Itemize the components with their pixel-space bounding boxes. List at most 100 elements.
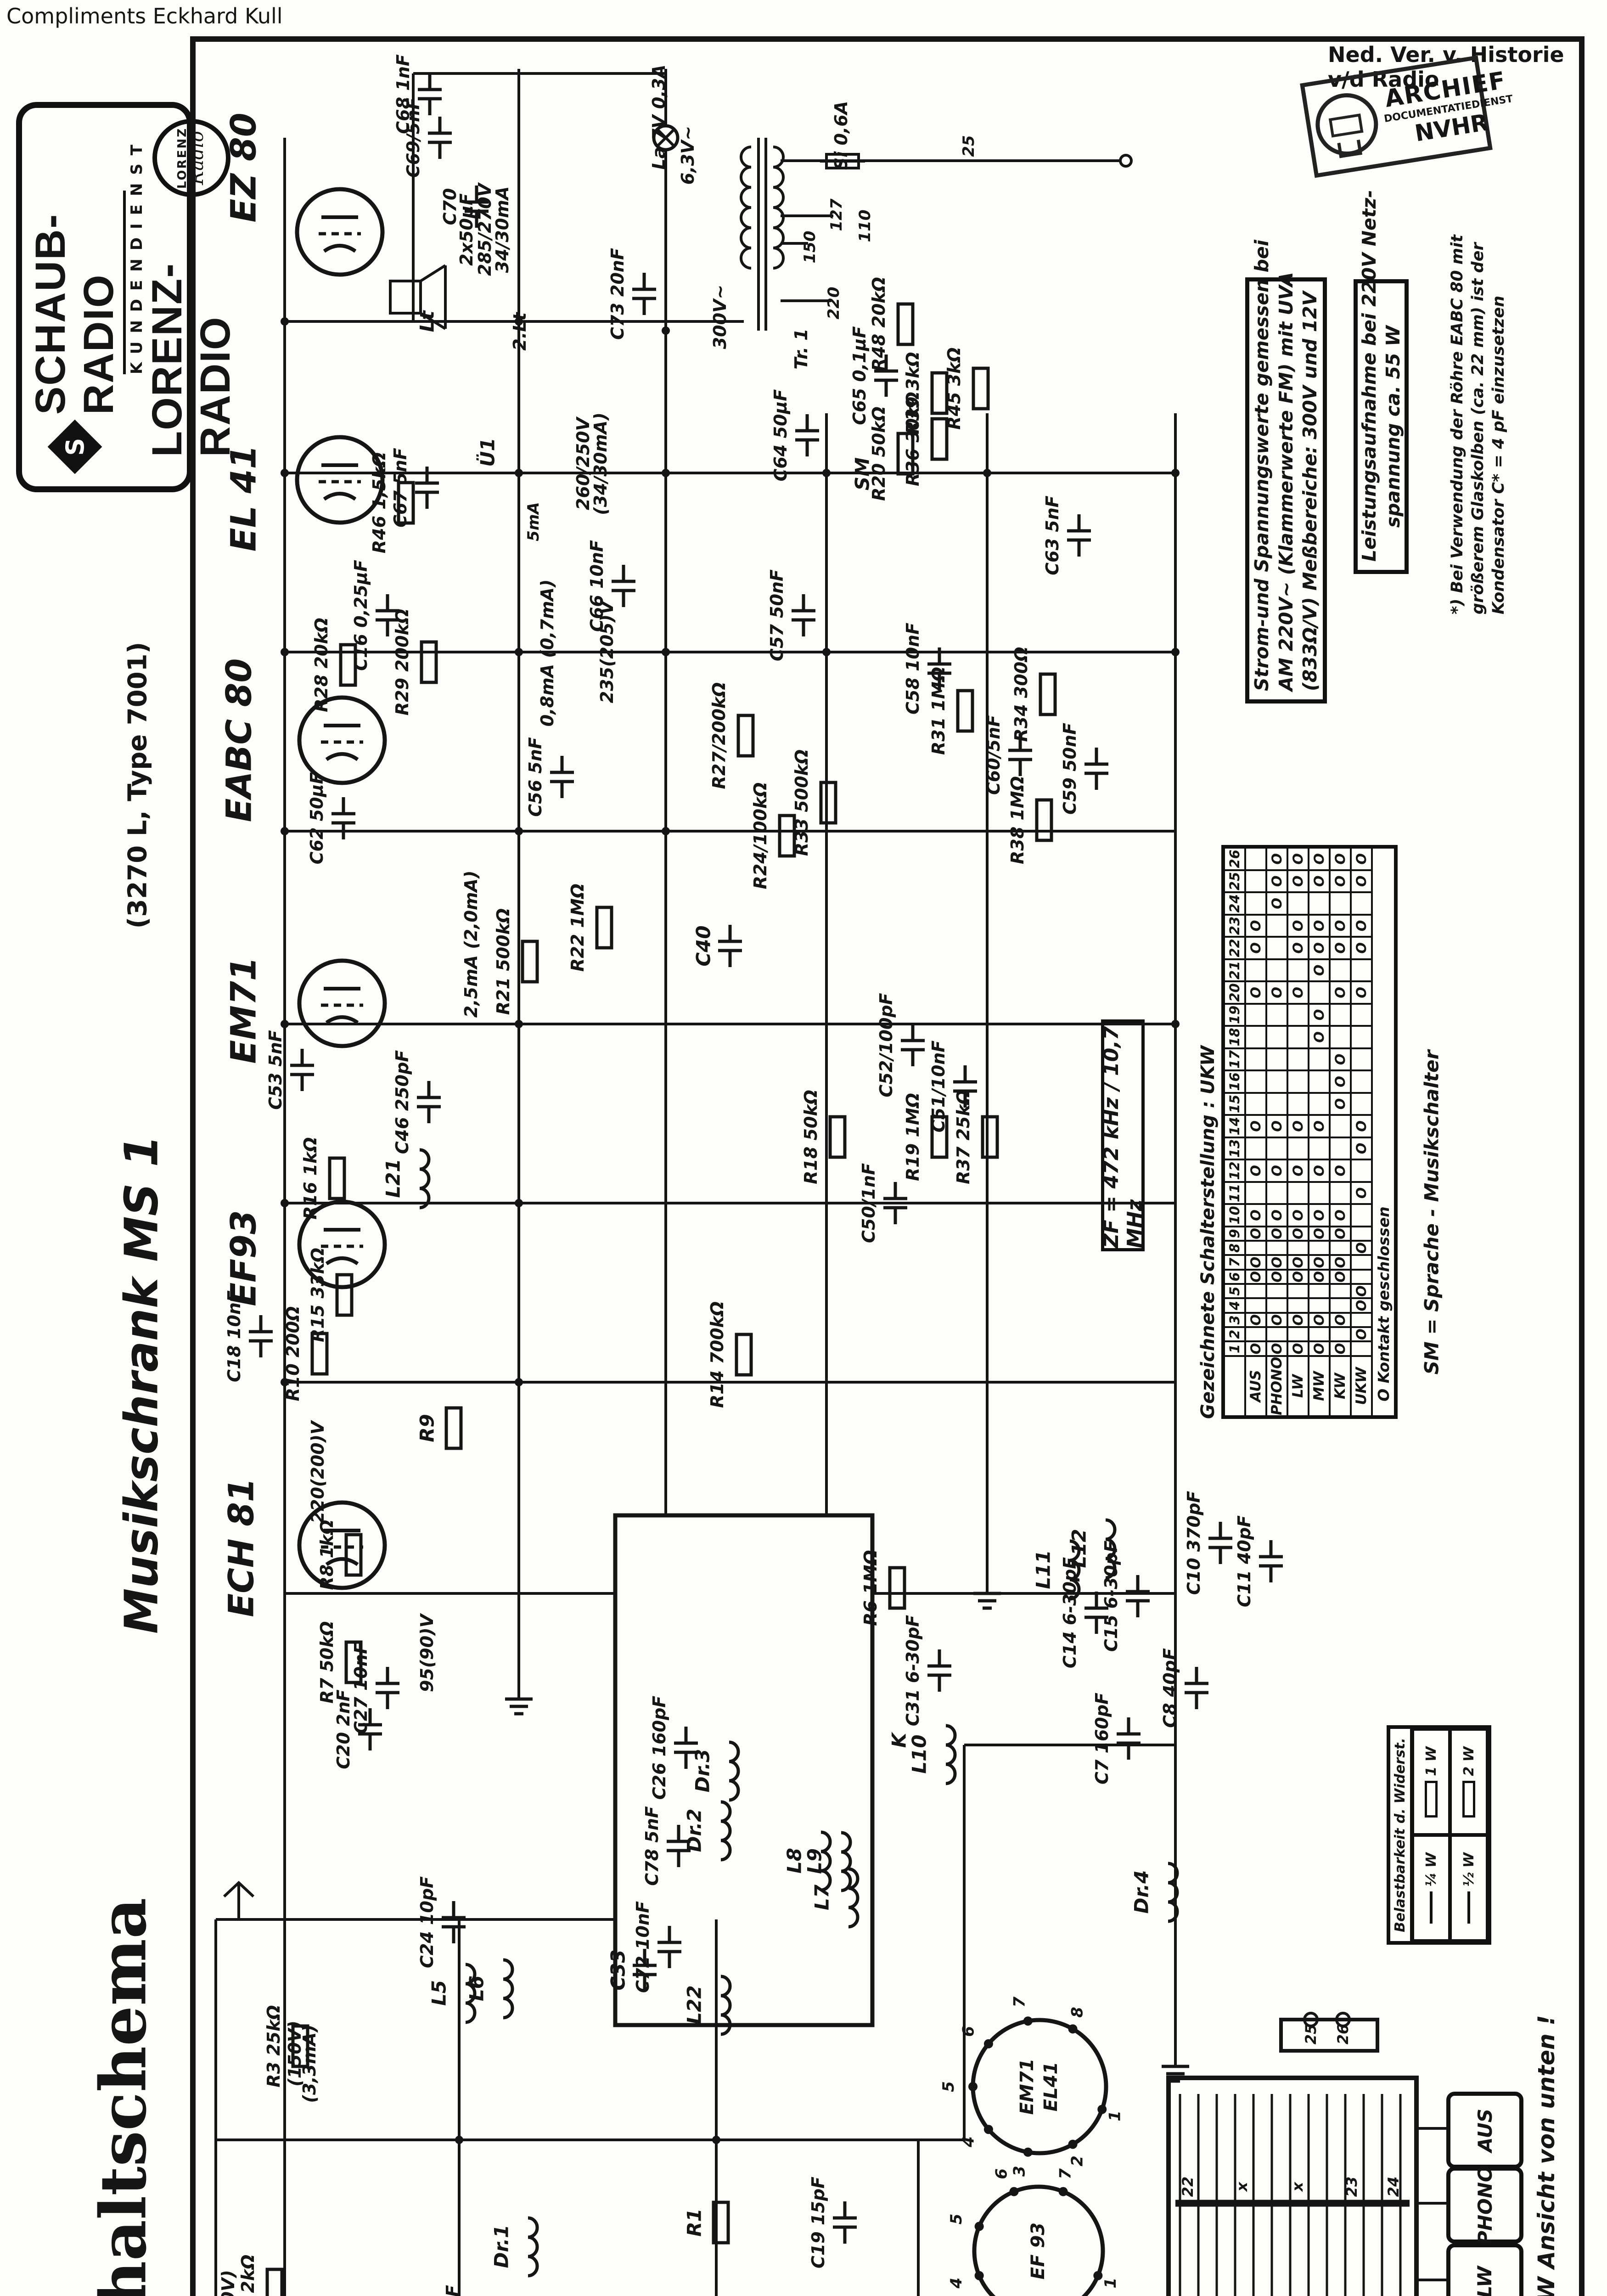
band-button-phono: PHONO: [1446, 2166, 1523, 2245]
label: L6: [465, 1975, 488, 2001]
label: C16 0,25µF: [351, 560, 371, 671]
label: 2,5mA (2,0mA): [461, 870, 481, 1018]
label: R10 200Ω: [283, 1306, 303, 1401]
label: L8: [783, 1848, 806, 1874]
label: R45 3kΩ: [944, 347, 964, 430]
label: L5: [427, 1980, 450, 2006]
label: ECH 81: [220, 1478, 262, 1617]
label: L21: [382, 1159, 405, 1198]
label: C20 2nF: [333, 1689, 354, 1769]
label: C24 10pF: [417, 1876, 437, 1969]
ground-symbols: [271, 1593, 1189, 2296]
label: C60/5nF: [983, 715, 1004, 795]
label: La 7V 0,3A: [649, 64, 669, 170]
svg-text:EF 93: EF 93: [1028, 2223, 1049, 2279]
label: R27/200kΩ: [709, 682, 729, 789]
label: 300V~: [710, 284, 730, 349]
label: R36 30kΩ: [903, 392, 923, 486]
label: C33: [607, 1949, 629, 1991]
label: EF93: [223, 1210, 264, 1306]
label: 2x50µF: [456, 193, 477, 266]
label: EZ 80: [223, 113, 264, 223]
label: 26: [1334, 2024, 1352, 2045]
label: R16 1kΩ: [300, 1137, 320, 1220]
label: R2 2kΩ: [238, 2254, 258, 2296]
label: 25: [960, 135, 978, 157]
label: C57 50nF: [767, 569, 787, 661]
svg-text:6: 6: [960, 2026, 978, 2037]
label: 95(90)V: [417, 1614, 437, 1692]
label: R22 1MΩ: [568, 884, 588, 972]
label: R34 300Ω: [1011, 647, 1031, 742]
label: 23: [1343, 2176, 1360, 2197]
svg-text:5: 5: [939, 2081, 958, 2092]
svg-text:EL41: EL41: [1040, 2062, 1062, 2111]
label: L7: [810, 1885, 833, 1910]
label: 25: [1302, 2024, 1320, 2045]
label: C66 10nF: [587, 540, 607, 632]
label: L22: [683, 1985, 706, 2025]
label: R28 20kΩ: [311, 618, 332, 712]
label: C8 40pF: [1160, 1648, 1180, 1728]
label: R9: [416, 1414, 438, 1442]
label: 220: [825, 287, 843, 320]
label: x: [1233, 2182, 1251, 2192]
svg-text:7: 7: [1011, 1997, 1029, 2008]
label: x: [1289, 2182, 1306, 2192]
label: R1: [683, 2208, 706, 2237]
band-button-lw: LW: [1446, 2243, 1523, 2296]
label: 110: [856, 209, 874, 242]
label: (34/30mA): [590, 412, 611, 515]
label: R14 700kΩ: [707, 1301, 727, 1408]
label: C46 250pF: [392, 1050, 412, 1154]
label: C73 20nF: [607, 248, 628, 340]
label: C51/10nF: [928, 1040, 949, 1133]
label: C26 160pF: [649, 1695, 669, 1800]
label: R38 1MΩ: [1007, 776, 1028, 864]
label: C11 40pF: [1234, 1515, 1254, 1608]
label: C56 5nF: [525, 737, 545, 817]
label: R3 25kΩ: [264, 2005, 284, 2088]
label: 5mA: [524, 502, 543, 541]
compliments-note: Compliments Eckhard Kull: [6, 4, 283, 28]
label: 220(200)V: [308, 1421, 328, 1524]
label: 2.Lt: [510, 312, 530, 351]
label: C53 5nF: [265, 1030, 286, 1110]
label: 24: [1385, 2176, 1402, 2197]
svg-text:7: 7: [1056, 2168, 1075, 2179]
label: EL 41: [223, 445, 264, 552]
label: 34/30mA: [492, 186, 512, 273]
svg-text:EM71: EM71: [1017, 2059, 1038, 2115]
label: Dr.1: [490, 2224, 513, 2268]
label: R19 1MΩ: [903, 1093, 923, 1181]
label: C52/100pF: [876, 993, 896, 1097]
label: Ü1: [476, 438, 499, 467]
svg-text:1: 1: [1101, 2278, 1120, 2289]
label: C65 0,1µF: [849, 326, 870, 425]
label: C59 50nF: [1060, 723, 1080, 815]
svg-text:8: 8: [1068, 2007, 1087, 2018]
label: C64 50µF: [770, 389, 791, 482]
label: SM: [851, 457, 874, 491]
label: C69/5nF: [403, 97, 423, 178]
label: 150: [801, 231, 819, 264]
archive-owner-line: Ned. Ver. v. Historie v/d Radio: [1328, 42, 1564, 92]
label: C50/1nF: [859, 1163, 879, 1244]
label: R48 20kΩ: [869, 277, 889, 371]
label: L11: [1032, 1550, 1055, 1589]
label: C72 10nF: [633, 1901, 653, 1993]
label: R33 500kΩ: [792, 749, 812, 856]
label: R15 33kΩ: [308, 1248, 328, 1342]
svg-text:4: 4: [960, 2136, 978, 2148]
band-switch-assembly: [1166, 2012, 1446, 2296]
label: C14 6-30pF: [1060, 1557, 1080, 1669]
label: 22: [1179, 2176, 1197, 2197]
svg-text:6: 6: [992, 2168, 1011, 2179]
label: L12: [1068, 1529, 1090, 1568]
svg-text:5: 5: [947, 2214, 966, 2225]
svg-text:1: 1: [1106, 2110, 1124, 2122]
label: C6 155pF: [443, 2285, 463, 2296]
label: L9: [803, 1848, 826, 1874]
label: 6,3V~: [678, 125, 698, 185]
